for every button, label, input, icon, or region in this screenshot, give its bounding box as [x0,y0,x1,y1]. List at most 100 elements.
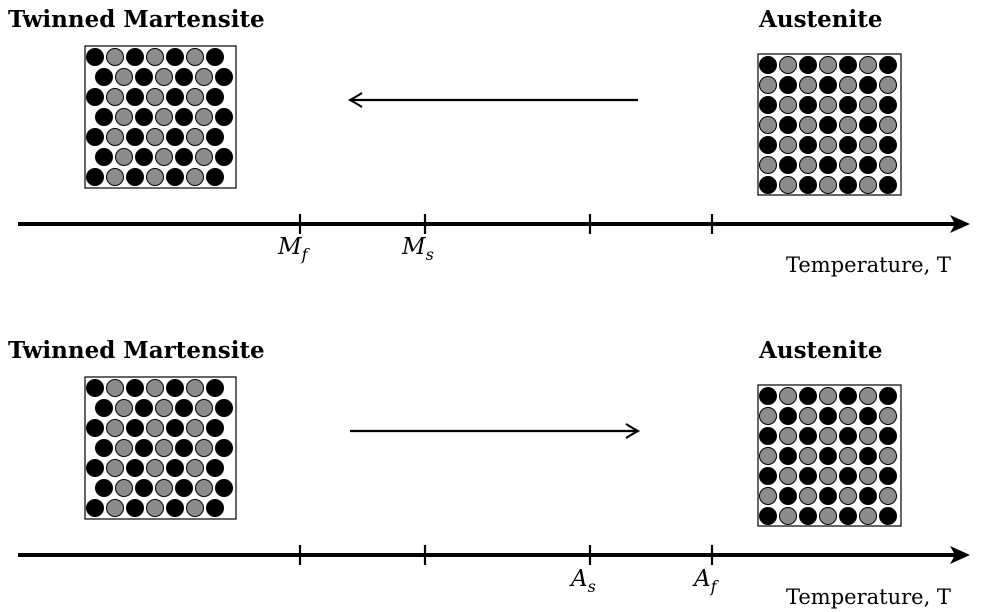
atom [799,116,817,134]
transformation-arrow-left [347,92,638,108]
martensite-title: Twinned Martensite [8,337,265,364]
atom [839,427,857,445]
tick-label-ms: Ms [401,234,434,264]
atom [779,507,797,525]
atom [166,128,184,146]
atom [779,156,797,174]
atom [819,96,837,114]
atom [195,148,213,166]
atom [839,116,857,134]
atom [859,76,877,94]
atom [186,499,204,517]
axis-label: Temperature, T [786,253,951,277]
atom [859,156,877,174]
atom [106,419,124,437]
atom [819,407,837,425]
temperature-axis [18,214,970,234]
atom [166,168,184,186]
atom [146,419,164,437]
atom [215,479,233,497]
atom [206,379,224,397]
atom [779,467,797,485]
atom [155,148,173,166]
atom [779,76,797,94]
atom [759,136,777,154]
atom [859,387,877,405]
atom [95,148,113,166]
atom [779,116,797,134]
atom [175,148,193,166]
atom [799,76,817,94]
atom [839,136,857,154]
atom [186,48,204,66]
atom [879,447,897,465]
atom [879,487,897,505]
atom [879,507,897,525]
atom [146,128,164,146]
arrow-head [625,423,641,439]
atom [135,439,153,457]
atom [859,96,877,114]
atom [115,479,133,497]
atom [759,176,777,194]
atom [206,48,224,66]
atom [126,379,144,397]
temperature-axis [18,545,970,565]
atom [759,56,777,74]
atom [859,467,877,485]
austenite-title: Austenite [758,337,883,364]
atom [859,447,877,465]
atom [206,499,224,517]
atom [166,499,184,517]
atom [859,176,877,194]
atom [175,399,193,417]
atom [135,148,153,166]
atom [135,68,153,86]
atom [106,459,124,477]
atom [839,176,857,194]
atom [86,459,104,477]
atom [215,399,233,417]
atom [839,407,857,425]
atom [799,447,817,465]
atom [779,427,797,445]
atom [186,459,204,477]
atom [779,447,797,465]
atom [819,447,837,465]
atom [166,48,184,66]
atom [106,168,124,186]
atom [859,427,877,445]
atom [95,108,113,126]
atom [879,56,897,74]
atom [126,499,144,517]
atom [779,56,797,74]
atom [186,379,204,397]
atom [779,176,797,194]
atom [86,419,104,437]
atom [126,459,144,477]
tick-label-mf: Mf [277,234,311,264]
atom [759,487,777,505]
austenite-title: Austenite [758,6,883,33]
atom [86,48,104,66]
atom [155,439,173,457]
atom [195,399,213,417]
atom [206,459,224,477]
atom [799,507,817,525]
atom [819,427,837,445]
atom [879,136,897,154]
atom [799,96,817,114]
atom [106,379,124,397]
atom [839,76,857,94]
panel-cooling: Twinned Martensite Austenite Temperature… [8,6,970,277]
atom [166,459,184,477]
atom [759,387,777,405]
atom [106,499,124,517]
atom [799,487,817,505]
axis-arrowhead [950,546,970,564]
atom [879,76,897,94]
atom [146,379,164,397]
atom [839,96,857,114]
atom [95,399,113,417]
